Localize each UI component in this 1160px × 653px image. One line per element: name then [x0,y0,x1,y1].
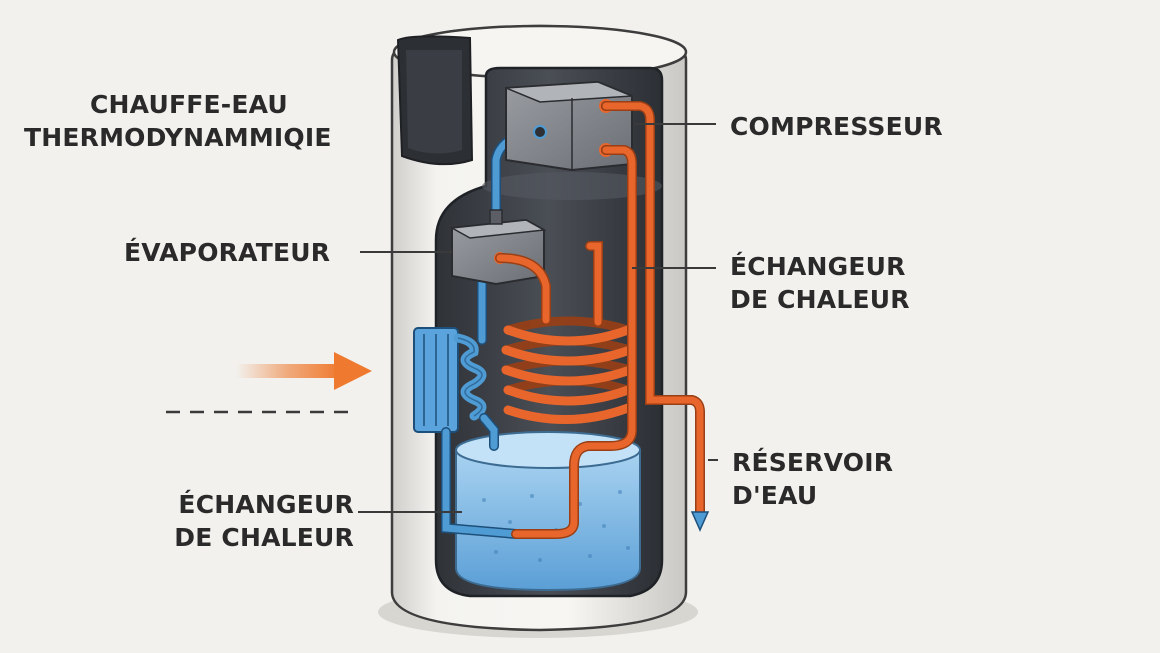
heat-inlet-arrow [236,352,372,390]
label-echangeur-left-line1: ÉCHANGEUR [178,490,354,519]
label-reservoir-line2: D'EAU [732,481,818,510]
label-echangeur-left-line2: DE CHALEUR [174,523,354,552]
label-echangeur-right-line1: ÉCHANGEUR [730,252,906,281]
copper-heat-exchanger-coil [495,101,705,539]
control-panel [396,35,474,166]
label-compresseur-text: COMPRESSEUR [730,112,943,141]
blue-heat-exchanger-fins [413,327,487,433]
diagram-title: CHAUFFE-EAU THERMODYNAMMIQIE [24,88,332,154]
title-line-1: CHAUFFE-EAU [90,90,288,119]
label-compresseur: COMPRESSEUR [730,110,943,143]
label-echangeur-right: ÉCHANGEUR DE CHALEUR [730,250,910,316]
label-echangeur-right-line2: DE CHALEUR [730,285,910,314]
water-reservoir [455,431,641,592]
compressor-unit [505,80,633,172]
label-reservoir-line1: RÉSERVOIR [732,448,894,477]
label-evaporateur: ÉVAPORATEUR [124,236,330,269]
label-reservoir: RÉSERVOIR D'EAU [732,446,893,512]
water-outlet-arrow [690,511,710,532]
cold-refrigerant-pipes [441,125,545,539]
leader-lines [358,123,718,513]
label-evaporateur-text: ÉVAPORATEUR [124,238,331,267]
title-line-2: THERMODYNAMMIQIE [24,123,332,152]
label-echangeur-left: ÉCHANGEUR DE CHALEUR [150,488,354,554]
